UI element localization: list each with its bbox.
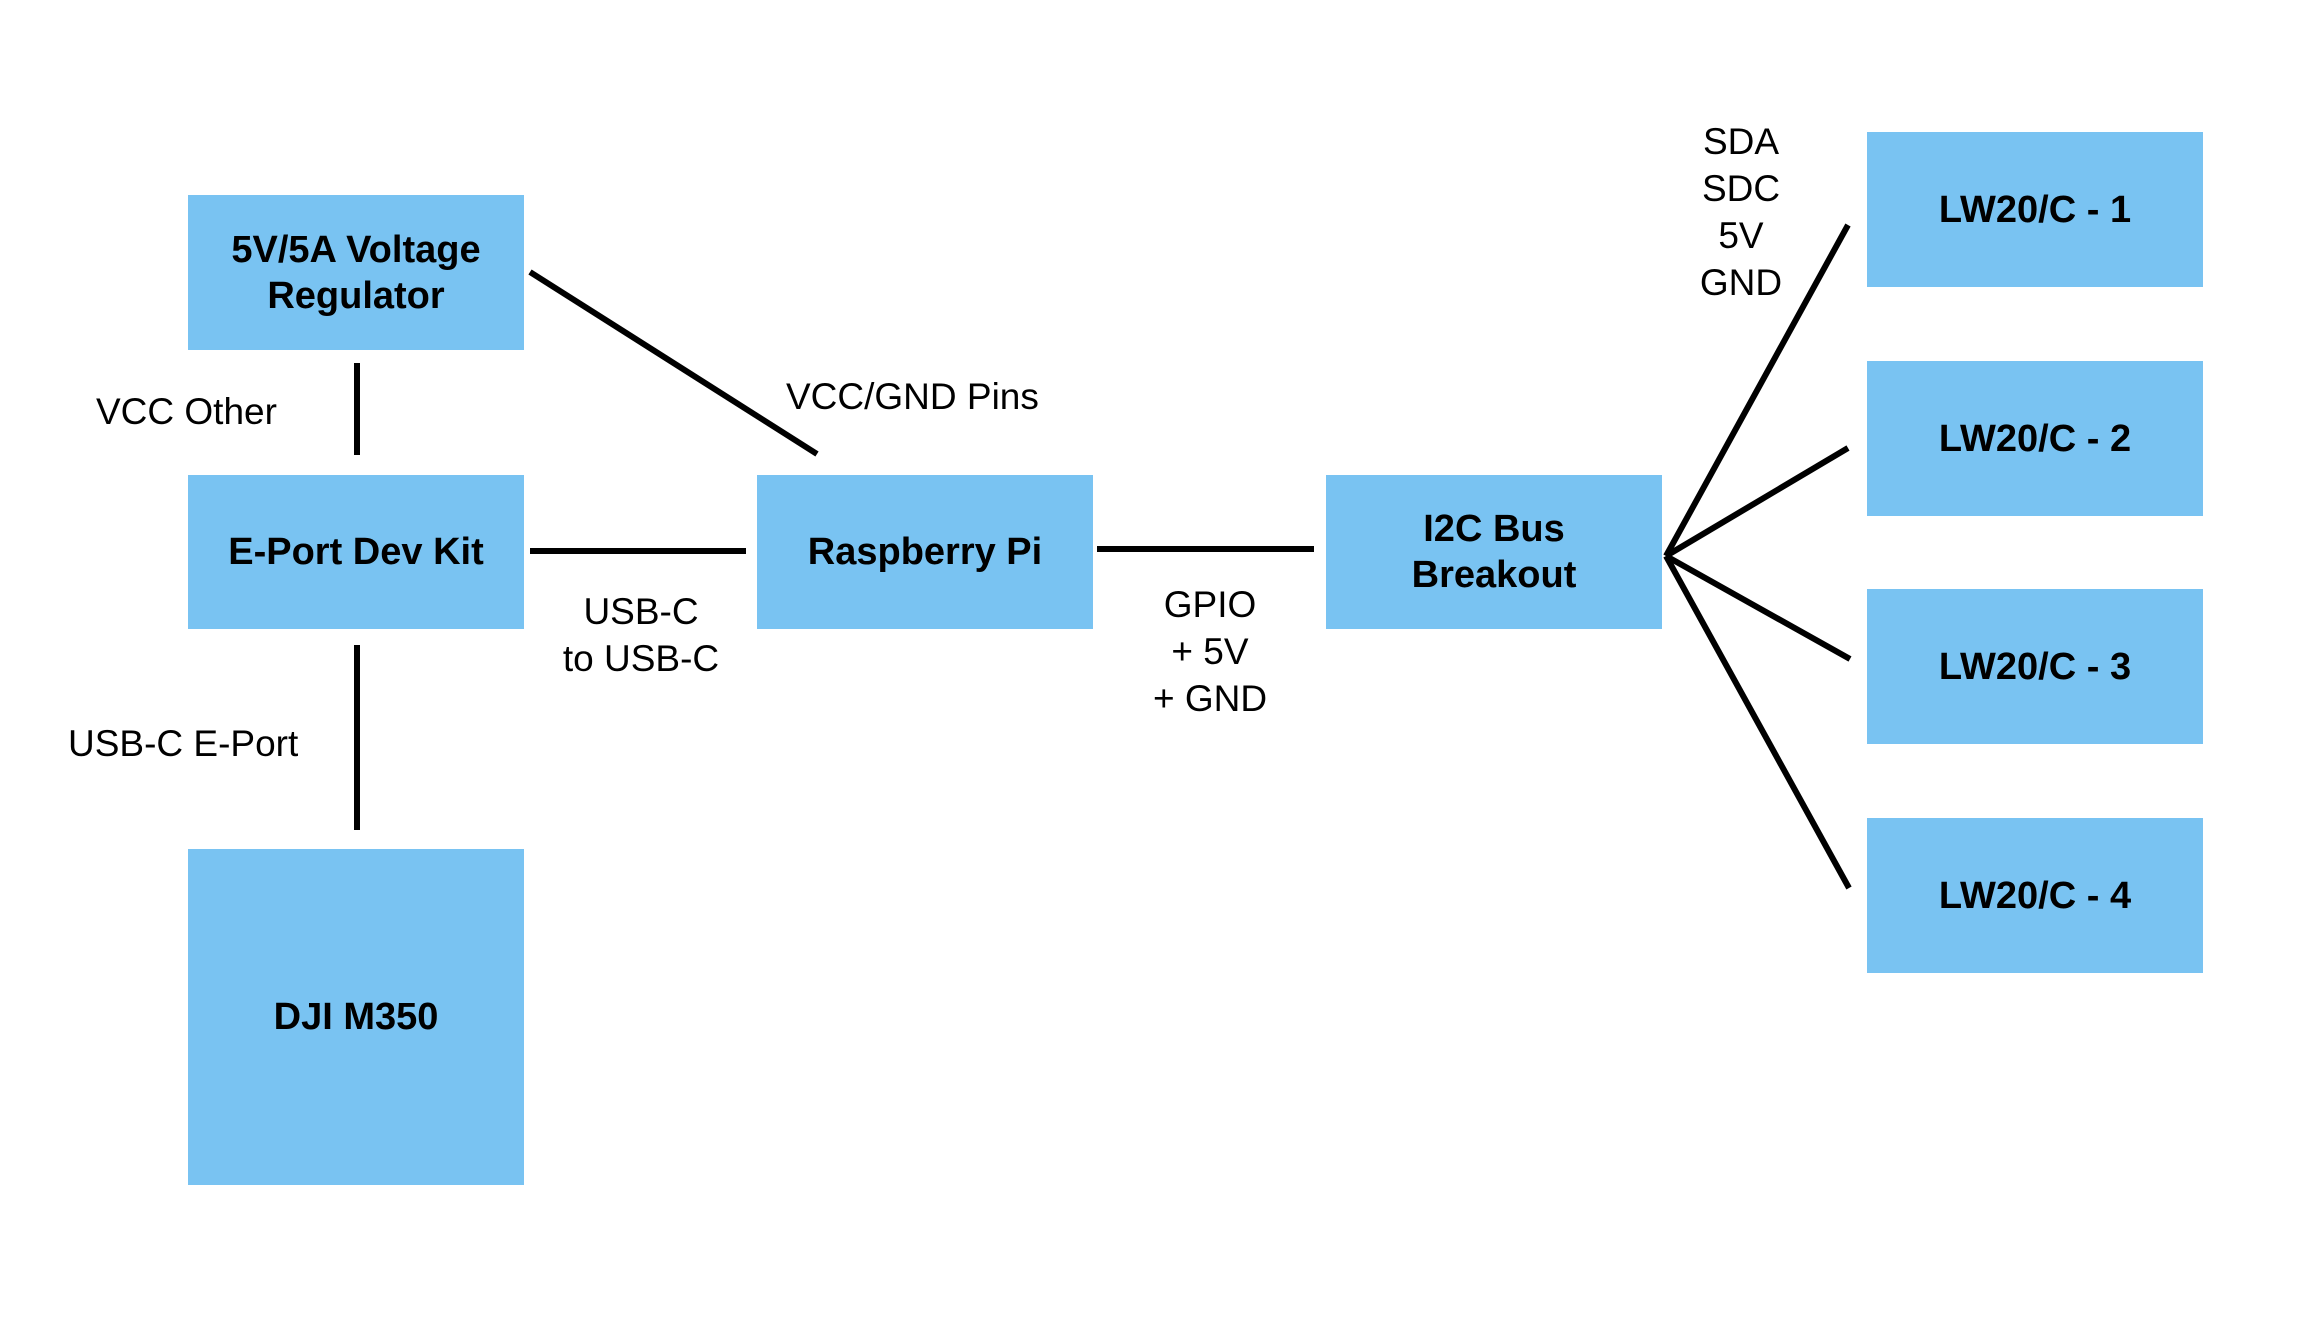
raspberry-pi-node: Raspberry Pi [757,475,1093,629]
gpio-power-label: GPIO + 5V + GND [1152,584,1268,719]
lw20c-4-node: LW20/C - 4 [1867,818,2203,973]
vcc-other-label: VCC Other [96,391,277,432]
i2c-signals-label: SDA SDC 5V GND [1699,121,1783,303]
regulator-node: 5V/5A Voltage Regulator [188,195,524,350]
wire-i2c-to-lw2 [1664,445,1850,559]
wire-i2c-to-lw1 [1663,223,1851,558]
lw20c-3-node: LW20/C - 3 [1867,589,2203,744]
usbc-eport-label: USB-C E-Port [68,723,299,764]
usbc-to-usbc-label: USB-C to USB-C [562,591,720,679]
lw20c-2-node: LW20/C - 2 [1867,361,2203,516]
i2c-breakout-node: I2C Bus Breakout [1326,475,1662,629]
dji-m350-node: DJI M350 [188,849,524,1185]
vcc-gnd-pins-label: VCC/GND Pins [786,376,1039,417]
lw20c-1-node: LW20/C - 1 [1867,132,2203,287]
wire-i2c-to-lw3 [1664,553,1852,662]
wire-regulator-to-pi [528,269,819,457]
eport-devkit-node: E-Port Dev Kit [188,475,524,629]
wire-i2c-to-lw4 [1663,554,1852,890]
